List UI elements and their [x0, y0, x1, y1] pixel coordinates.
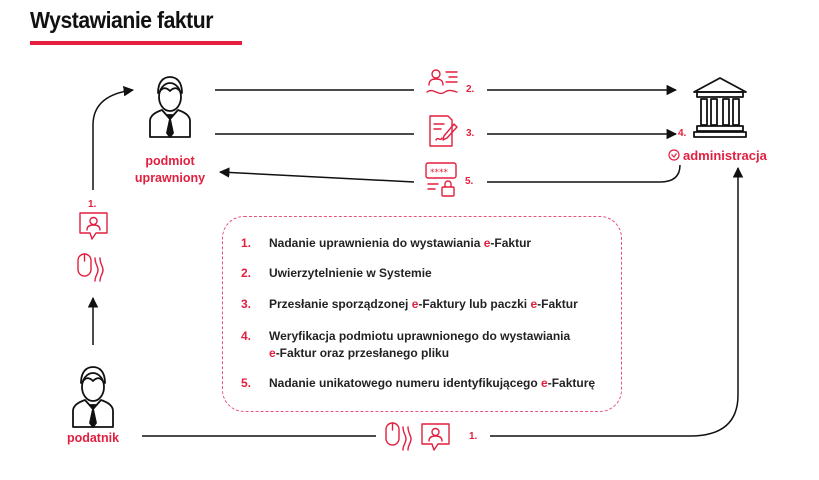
step-text: Nadanie unikatowego numeru identyfikując…: [269, 376, 596, 390]
steps-box: 1. Nadanie uprawnienia do wystawiania e-F…: [222, 216, 622, 412]
step-text: Przesłanie sporządzonej e-Faktury lub pa…: [269, 297, 578, 311]
svg-text:****: ****: [430, 168, 449, 178]
title-underline: [30, 41, 242, 45]
flow-number-4: 4.: [678, 128, 687, 139]
mouse-icon: [77, 253, 104, 282]
step-number: 3.: [241, 297, 252, 311]
actor-podmiot-label: podmiot uprawniony: [134, 154, 206, 185]
flow-number-3: 3.: [466, 128, 475, 139]
step-number: 5.: [241, 376, 252, 390]
arrow-bottom-to-administracja: [490, 166, 744, 437]
step-item: 3. Przesłanie sporządzonej e-Faktury lub …: [241, 296, 578, 313]
step-item: 2. Uwierzytelnienie w Systemie: [241, 265, 432, 282]
arrow-5-line-left: [218, 167, 415, 183]
chat-user-icon: [79, 212, 108, 240]
actor-podatnik-label: podatnik: [66, 431, 120, 445]
step-text: Weryfikacja podmiotu uprawnionego do wys…: [269, 329, 571, 360]
page-title: Wystawianie faktur: [30, 7, 214, 33]
arrow-5-line: [487, 164, 681, 183]
person-icon-podmiot: [149, 76, 191, 138]
chat-user-icon-bottom: [421, 423, 450, 451]
profile-card-icon: [426, 69, 458, 95]
flow-number-5: 5.: [465, 176, 474, 187]
step-number: 4.: [241, 329, 252, 343]
password-lock-icon: ****: [425, 162, 457, 197]
step-item: 4. Weryfikacja podmiotu uprawnionego do w…: [241, 328, 570, 362]
mouse-icon-bottom: [385, 422, 412, 451]
step-text: Nadanie uprawnienia do wystawiania e-Fak…: [269, 236, 532, 250]
flow-number-1-bottom: 1.: [469, 431, 478, 442]
step-number: 1.: [241, 236, 252, 250]
document-pen-icon: [429, 115, 458, 147]
flow-number-1-left: 1.: [88, 199, 97, 210]
step-text: Uwierzytelnienie w Systemie: [269, 266, 432, 280]
flow-number-2: 2.: [466, 84, 475, 95]
step-item: 5. Nadanie unikatowego numeru identyfikuj…: [241, 375, 595, 392]
arrow-podatnik-to-podmiot: [92, 85, 135, 190]
bank-icon: [693, 77, 747, 138]
step-number: 2.: [241, 266, 252, 280]
step-item: 1. Nadanie uprawnienia do wystawiania e-F…: [241, 235, 531, 252]
check-circle-icon: [668, 149, 680, 161]
actor-administracja-label: administracja: [683, 148, 767, 163]
person-icon-podatnik: [72, 366, 114, 428]
